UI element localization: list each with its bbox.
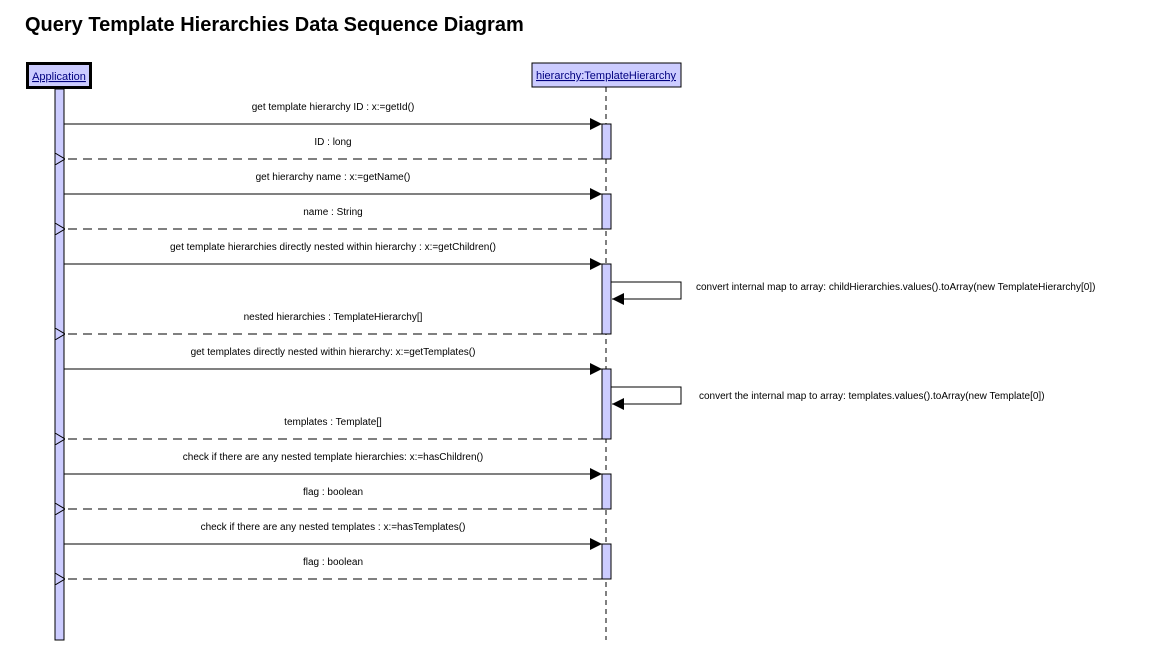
message-label: nested hierarchies : TemplateHierarchy[] bbox=[244, 312, 423, 323]
message-label: get template hierarchies directly nested… bbox=[170, 242, 496, 253]
message-label: get templates directly nested within hie… bbox=[191, 347, 476, 358]
message-label: flag : boolean bbox=[303, 487, 363, 498]
message-label: get template hierarchy ID : x:=getId() bbox=[252, 102, 415, 113]
participant-template-hierarchy-box bbox=[531, 62, 682, 88]
participant-application: Application bbox=[26, 62, 92, 89]
activation-bar bbox=[601, 263, 612, 335]
message-label: templates : Template[] bbox=[284, 417, 382, 428]
message-label: convert the internal map to array: templ… bbox=[699, 391, 1045, 402]
messages: get template hierarchy ID : x:=getId() I… bbox=[64, 102, 1095, 579]
participant-application-label: Application bbox=[32, 71, 86, 83]
activation-bar bbox=[601, 123, 612, 160]
self-call-arrow bbox=[611, 281, 682, 305]
activation-bar bbox=[601, 368, 612, 440]
activation-bar bbox=[601, 473, 612, 510]
template-hierarchy-activations bbox=[601, 123, 612, 580]
application-activation-bar bbox=[54, 88, 65, 641]
activation-bar bbox=[601, 543, 612, 580]
activation-bar bbox=[601, 193, 612, 230]
message-label: check if there are any nested template h… bbox=[183, 452, 483, 463]
message-label: name : String bbox=[303, 207, 362, 218]
self-call-arrow bbox=[611, 386, 682, 410]
diagram-title: Query Template Hierarchies Data Sequence… bbox=[25, 14, 524, 36]
message-label: check if there are any nested templates … bbox=[201, 522, 466, 533]
message-label: ID : long bbox=[314, 137, 351, 148]
message-label: convert internal map to array: childHier… bbox=[696, 282, 1095, 293]
message-label: get hierarchy name : x:=getName() bbox=[256, 172, 411, 183]
participant-template-hierarchy-label: hierarchy:TemplateHierarchy bbox=[536, 70, 676, 82]
message-label: flag : boolean bbox=[303, 557, 363, 568]
participant-template-hierarchy: hierarchy:TemplateHierarchy bbox=[531, 62, 682, 88]
